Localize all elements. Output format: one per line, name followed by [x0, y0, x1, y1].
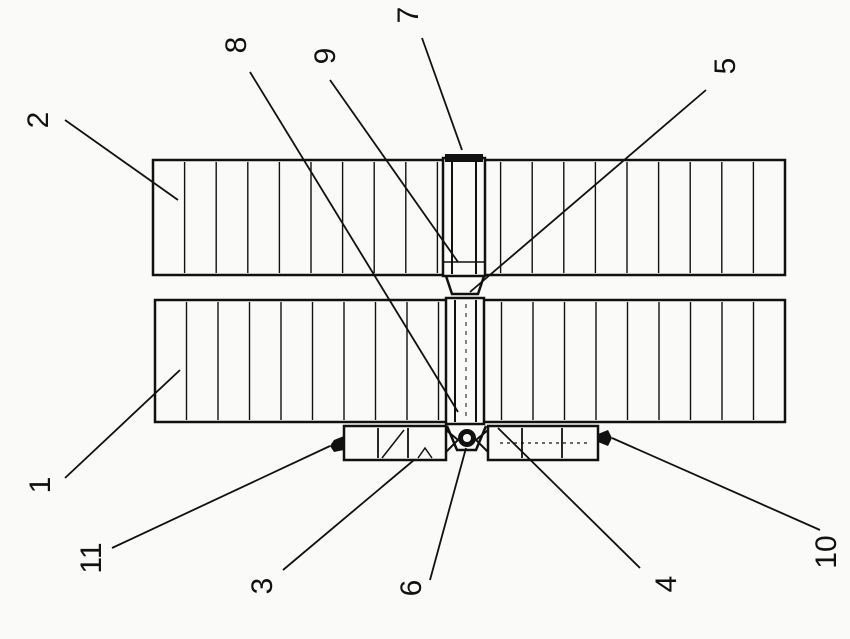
reference-labels: 1 2 3 4 5 6 7 8 9 10 11: [22, 7, 843, 597]
leader-lines: [64, 37, 821, 581]
label-6: 6: [395, 580, 428, 597]
label-9: 9: [309, 48, 342, 65]
leader-line-1: [64, 369, 181, 479]
label-8: 8: [220, 37, 253, 54]
label-7: 7: [392, 7, 425, 24]
lower-panel-ribs: [185, 302, 755, 420]
leader-line-8: [249, 71, 459, 413]
leader-line-2: [64, 119, 179, 201]
leader-line-11: [111, 445, 331, 549]
leader-line-7: [421, 37, 463, 151]
leader-line-6: [429, 447, 467, 581]
lower-mast: [444, 296, 486, 426]
label-5: 5: [709, 58, 742, 75]
leader-line-4: [497, 427, 641, 569]
leader-line-9: [329, 79, 459, 263]
leader-line-3: [282, 459, 415, 571]
label-10: 10: [810, 535, 843, 568]
leader-line-5: [469, 89, 707, 293]
label-2: 2: [22, 112, 55, 129]
left-thruster: [330, 436, 344, 452]
central-hub: [445, 425, 488, 452]
leader-line-10: [611, 437, 821, 531]
label-1: 1: [24, 477, 57, 494]
left-module: [342, 424, 460, 462]
label-4: 4: [650, 576, 683, 593]
right-thruster: [598, 430, 612, 446]
label-11: 11: [75, 542, 108, 573]
upper-mast: [441, 154, 487, 278]
right-module: [474, 424, 600, 462]
upper-panel-ribs: [183, 162, 755, 273]
upper-joint: [444, 275, 486, 296]
label-3: 3: [246, 578, 279, 595]
